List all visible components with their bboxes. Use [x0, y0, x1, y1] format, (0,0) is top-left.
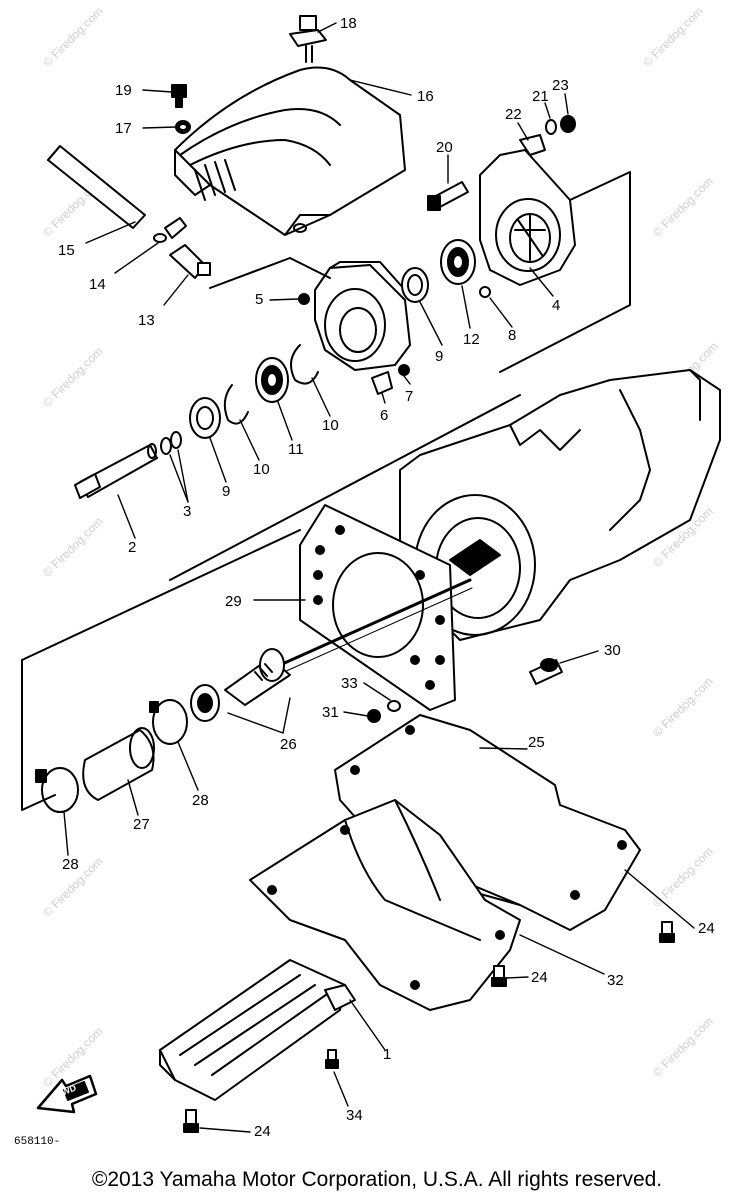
callout-29: 29: [225, 593, 242, 610]
part-34-screw: [325, 1049, 339, 1069]
callout-17: 17: [115, 120, 132, 137]
part-12-bearing: [440, 239, 476, 285]
callout-24-middle: 24: [531, 969, 548, 986]
callout-1: 1: [383, 1046, 392, 1063]
part-1-grate: [159, 959, 356, 1101]
callout-10-upper: 10: [322, 417, 339, 434]
callout-28-lower: 28: [62, 856, 79, 873]
part-31-nut: [367, 709, 381, 723]
callout-22: 22: [505, 106, 522, 123]
callout-4: 4: [552, 297, 561, 314]
part-28-clamp-lower: [35, 767, 79, 813]
part-3-o-rings: [160, 431, 182, 455]
callout-9-lower: 9: [222, 483, 231, 500]
part-8-pin: [479, 286, 491, 298]
callout-18: 18: [340, 15, 357, 32]
callout-30: 30: [604, 642, 621, 659]
callout-32: 32: [607, 972, 624, 989]
part-29-plate: [299, 504, 456, 711]
part-16-cover: [174, 66, 406, 236]
callout-9-upper: 9: [435, 348, 444, 365]
part-11-bearing: [255, 357, 289, 403]
part-32-scoop: [249, 799, 521, 1011]
callout-21: 21: [532, 88, 549, 105]
callout-11: 11: [288, 441, 304, 458]
part-2-shaft: [74, 443, 158, 499]
callout-20: 20: [436, 139, 453, 156]
part-15-tube: [47, 145, 146, 229]
part-6-bolt: [371, 371, 393, 395]
part-23-nut: [560, 115, 576, 133]
callout-3: 3: [183, 503, 192, 520]
part-4-pump-cover: [479, 149, 631, 373]
part-10-circlip-lower: [223, 384, 249, 425]
part-24-bolt-lower: [183, 1109, 199, 1133]
fwd-arrow-icon: [36, 1074, 98, 1114]
callout-15: 15: [58, 242, 75, 259]
callout-25: 25: [528, 734, 545, 751]
part-17-washer: [175, 120, 191, 134]
part-26-coupling: [190, 648, 291, 722]
part-5-bearing-housing: [298, 261, 411, 371]
callout-24-lower: 24: [254, 1123, 271, 1140]
part-24-bolt-middle: [491, 965, 507, 987]
callout-28-upper: 28: [192, 792, 209, 809]
leader-lines: [63, 22, 695, 1133]
callout-31: 31: [322, 704, 339, 721]
callout-10-lower: 10: [253, 461, 270, 478]
callout-16: 16: [417, 88, 434, 105]
copyright-notice: ©2013 Yamaha Motor Corporation, U.S.A. A…: [91, 1168, 663, 1191]
part-13-fitting: [169, 244, 211, 279]
callout-34: 34: [346, 1107, 363, 1124]
drawing-number: 658110-: [14, 1136, 61, 1148]
callout-24-right: 24: [698, 920, 715, 937]
part-19-bolt: [171, 84, 187, 108]
part-9-bearing-upper: [401, 267, 429, 303]
callout-6: 6: [380, 407, 389, 424]
callout-13: 13: [138, 312, 155, 329]
part-9-bearing-lower: [189, 397, 221, 439]
callout-27: 27: [133, 816, 150, 833]
part-28-clamp-upper: [149, 699, 188, 745]
callout-5: 5: [255, 291, 264, 308]
part-21-washer: [545, 119, 557, 135]
part-10-circlip-upper: [290, 344, 319, 385]
callout-26: 26: [280, 736, 297, 753]
callout-8: 8: [508, 327, 517, 344]
part-20-bolt: [427, 181, 469, 211]
part-27-hose: [82, 727, 155, 801]
callout-7: 7: [405, 388, 414, 405]
part-7-washer: [398, 364, 410, 376]
callout-19: 19: [115, 82, 132, 99]
callout-33: 33: [341, 675, 358, 692]
part-33-washer: [387, 700, 401, 712]
part-18-fitting: [289, 15, 327, 63]
part-22-clip: [519, 134, 546, 156]
callout-23: 23: [552, 77, 569, 94]
part-30-bolt: [529, 658, 563, 685]
callout-12: 12: [463, 331, 480, 348]
callout-2: 2: [128, 539, 137, 556]
part-14-nipple: [153, 217, 187, 243]
callout-14: 14: [89, 276, 106, 293]
part-24-bolt-right: [659, 921, 675, 943]
